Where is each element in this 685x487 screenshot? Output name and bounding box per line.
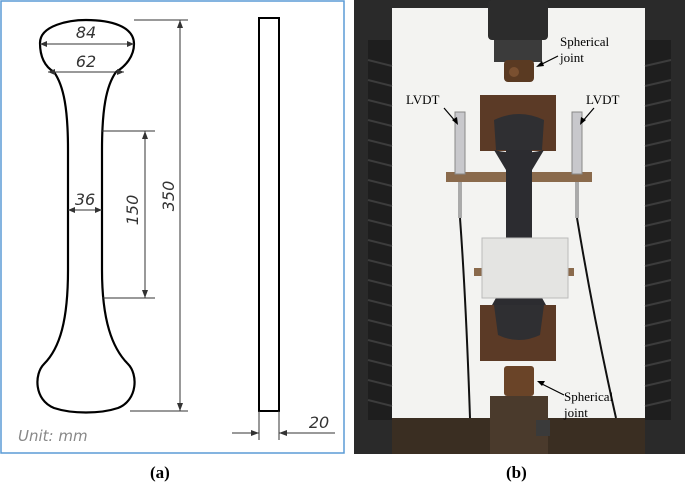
- caption-b: (b): [506, 463, 527, 482]
- specimen-drawing: 84 62 36 150 350 20 Unit: mm: [0, 0, 345, 454]
- label-spherical-joint-bottom-2: joint: [563, 405, 588, 420]
- top-spherical-joint: [504, 60, 534, 82]
- caption-a: (a): [150, 463, 170, 482]
- label-spherical-joint-top-1: Spherical: [560, 34, 609, 49]
- unit-note: Unit: mm: [18, 427, 88, 445]
- specimen-side-view: [258, 17, 280, 412]
- specimen-outline: [36, 18, 136, 414]
- label-spherical-joint-top-2: joint: [559, 50, 584, 65]
- dim-gauge-length: 150: [123, 195, 142, 226]
- label-lvdt-left: LVDT: [406, 92, 440, 107]
- top-actuator: [488, 0, 548, 40]
- left-louver: [367, 40, 393, 420]
- dim-total-length: 350: [159, 181, 178, 212]
- drawing-frame: [0, 0, 345, 454]
- lvdt-right-sensor: [571, 111, 583, 175]
- lvdt-left-sensor: [454, 111, 466, 175]
- dim-gauge-width: 36: [75, 190, 95, 209]
- bottom-spherical-joint: [504, 366, 534, 396]
- test-setup-photo: Spherical joint LVDT LVDT Spherical join…: [354, 0, 685, 454]
- dim-thickness: 20: [309, 413, 329, 432]
- label-spherical-joint-bottom-1: Spherical: [564, 389, 613, 404]
- dim-top-width: 84: [76, 23, 96, 42]
- right-louver: [644, 40, 672, 420]
- label-lvdt-right: LVDT: [586, 92, 620, 107]
- dim-neck-width: 62: [76, 52, 96, 71]
